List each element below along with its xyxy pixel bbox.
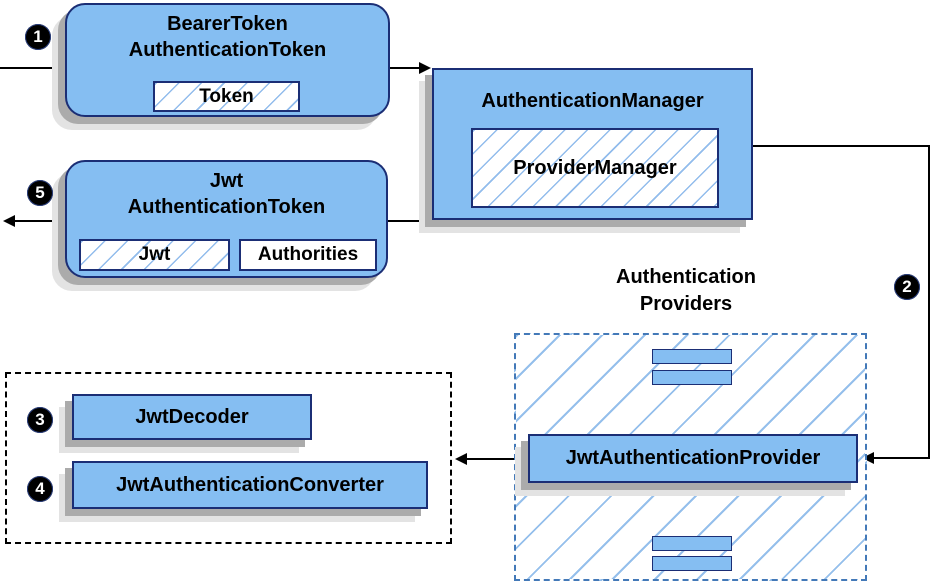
- providers-label-line2: Providers: [639, 293, 733, 315]
- provider-manager-chip-label: ProviderManager: [513, 156, 677, 179]
- arrowhead-icon: [455, 453, 467, 465]
- jwt-authentication-provider-node: JwtAuthenticationProvider: [528, 434, 858, 483]
- arrowhead-icon: [419, 62, 431, 74]
- step-badge-2-number: 2: [902, 277, 912, 296]
- token-chip-label: Token: [199, 85, 254, 107]
- provider-slot-bar: [652, 370, 732, 385]
- step-badge-3-number: 3: [35, 410, 45, 429]
- jwt-token-title-line1: Jwt: [209, 170, 244, 192]
- bearer-token-node: BearerToken AuthenticationToken Token: [65, 3, 390, 117]
- jwt-token-title-line2: AuthenticationToken: [127, 196, 326, 218]
- jwt-authentication-token-node: Jwt AuthenticationToken Jwt Authorities: [65, 160, 388, 278]
- step-badge-2: 2: [894, 274, 920, 300]
- authentication-manager-title: AuthenticationManager: [481, 90, 704, 112]
- authorities-chip-label: Authorities: [257, 244, 359, 265]
- jwt-decoder-node: JwtDecoder: [72, 394, 312, 440]
- providers-label-line1: Authentication: [616, 266, 756, 288]
- jwt-chip-label: Jwt: [138, 244, 171, 265]
- step-badge-4: 4: [27, 476, 53, 502]
- authorities-chip: Authorities: [239, 239, 377, 271]
- provider-manager-chip: ProviderManager: [471, 128, 719, 208]
- step-badge-3: 3: [27, 407, 53, 433]
- provider-slot-bar: [652, 536, 732, 551]
- arrow-jwt-token-out: [3, 215, 66, 227]
- bearer-token-title-line2: AuthenticationToken: [128, 39, 327, 61]
- bearer-token-title: BearerToken AuthenticationToken: [67, 11, 388, 63]
- authentication-manager-node: AuthenticationManager ProviderManager: [432, 68, 753, 220]
- bearer-token-title-line1: BearerToken: [167, 13, 288, 35]
- jwt-authentication-provider-label: JwtAuthenticationProvider: [565, 447, 821, 469]
- step-badge-1: 1: [25, 24, 51, 50]
- jwt-authentication-converter-label: JwtAuthenticationConverter: [116, 473, 384, 496]
- arrowhead-icon: [3, 215, 15, 227]
- step-badge-4-number: 4: [35, 479, 45, 498]
- step-badge-5: 5: [27, 180, 53, 206]
- jwt-authentication-token-title: Jwt AuthenticationToken: [67, 168, 386, 220]
- step-badge-1-number: 1: [33, 27, 43, 46]
- token-chip: Token: [153, 81, 300, 112]
- authentication-providers-label: Authentication Providers: [566, 264, 806, 318]
- provider-slot-bar: [652, 349, 732, 364]
- step-badge-5-number: 5: [35, 183, 45, 202]
- jwt-chip: Jwt: [79, 239, 230, 271]
- arrow-bearer-to-manager: [388, 62, 431, 74]
- jwt-authentication-converter-node: JwtAuthenticationConverter: [72, 461, 428, 509]
- provider-slot-bar: [652, 556, 732, 571]
- jwt-decoder-label: JwtDecoder: [135, 405, 249, 428]
